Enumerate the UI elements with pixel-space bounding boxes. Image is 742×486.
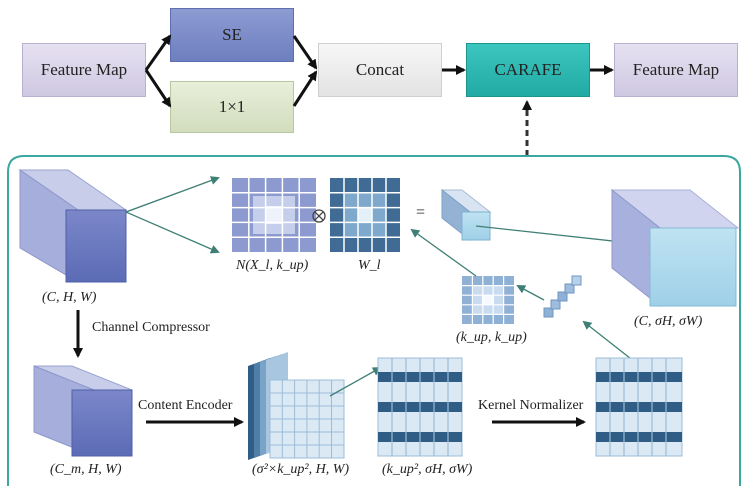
content-encoder-label: Content Encoder xyxy=(138,398,233,413)
result-pixel-cube xyxy=(440,188,492,242)
kernel-label: W_l xyxy=(358,258,381,273)
feature-map-input-box: Feature Map xyxy=(22,43,146,97)
normalized-kernel-map xyxy=(595,357,683,457)
reshaped-shape-label: (k_up², σH, σW) xyxy=(382,462,473,477)
otimes-symbol xyxy=(312,209,326,223)
input-shape-label: (C, H, W) xyxy=(42,290,97,305)
compressed-shape-label: (C_m, H, W) xyxy=(50,462,122,477)
output-cube xyxy=(610,188,740,308)
input-cube xyxy=(18,169,128,283)
equals-sign: = xyxy=(416,204,426,221)
concat-box: Concat xyxy=(318,43,442,97)
conv-1x1-box: 1×1 xyxy=(170,81,294,133)
output-shape-label: (C, σH, σW) xyxy=(634,314,703,329)
detail-frame xyxy=(7,155,741,486)
reshaped-kernel-map xyxy=(377,357,463,457)
neighborhood-grid xyxy=(232,178,316,252)
carafe-box: CARAFE xyxy=(466,43,590,97)
top-arrows xyxy=(144,34,614,108)
kernel-vector-stack xyxy=(543,275,582,318)
neighborhood-label: N(X_l, k_up) xyxy=(236,258,309,273)
kernel-normalizer-label: Kernel Normalizer xyxy=(478,398,584,413)
encoded-volume xyxy=(248,352,345,460)
kernel-to-multiply-arrow xyxy=(410,228,477,277)
stack-to-kernel-arrow xyxy=(516,285,545,301)
reshaped-kernel-grid xyxy=(462,276,514,324)
channel-compressor-label: Channel Compressor xyxy=(92,320,210,335)
compressed-cube xyxy=(33,365,133,457)
encoded-shape-label: (σ²×k_up², H, W) xyxy=(252,462,350,477)
feature-map-output-box: Feature Map xyxy=(614,43,738,97)
encoded-to-reshape-arrow xyxy=(329,367,382,397)
kernel-grid xyxy=(330,178,400,252)
kernel-shape-label: (k_up, k_up) xyxy=(456,330,527,345)
